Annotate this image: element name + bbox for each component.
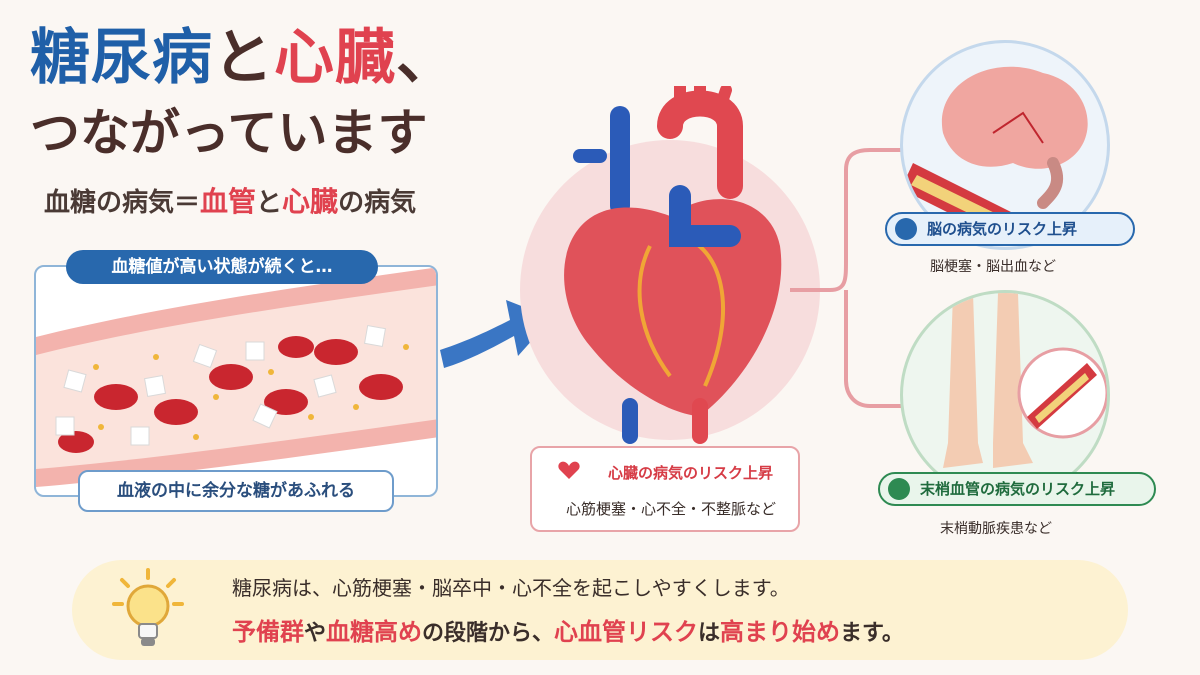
title-diabetes: 糖尿病 xyxy=(30,23,213,93)
legs-risk-pill: 末梢血管の病気のリスク上昇 xyxy=(878,472,1156,506)
banner-line1: 糖尿病は、心筋梗塞・脳卒中・心不全を起こしやすくします。 xyxy=(232,576,790,600)
banner-line2: 予備群や血糖高めの段階から、心血管リスクは高まり始めます。 xyxy=(232,612,904,647)
subtitle-d: 心臓 xyxy=(282,185,339,218)
legs-risk-title: 末梢血管の病気のリスク上昇 xyxy=(920,480,1116,498)
banner-masu: ます。 xyxy=(840,621,904,646)
branch-bracket xyxy=(790,148,910,408)
main-title-line2: つながっています xyxy=(30,104,428,162)
brain-risk-sub: 脳梗塞・脳出血など xyxy=(930,259,1056,275)
main-title: 糖尿病と心臓、 xyxy=(30,28,457,88)
title-comma: 、 xyxy=(396,23,457,93)
title-heart: 心臓 xyxy=(274,23,396,93)
banner-wa: は xyxy=(698,621,721,646)
heart-risk-title: 心臓の病気のリスク上昇 xyxy=(608,464,774,482)
banner-high-glucose: 血糖高め xyxy=(326,618,423,646)
heart-icon xyxy=(558,461,580,479)
brain-risk-pill: 脳の病気のリスク上昇 xyxy=(885,212,1135,246)
heart-risk-sub: 心筋梗塞・心不全・不整脈など xyxy=(566,500,777,518)
vessel-condition-pill: 血糖値が高い状態が続くと… xyxy=(66,250,378,284)
banner-rising: 高まり始め xyxy=(720,618,841,646)
legs-illustration xyxy=(943,293,1107,468)
light-bulb-icon xyxy=(112,568,184,646)
banner-cv-risk: 心血管リスク xyxy=(554,618,699,646)
summary-banner xyxy=(72,560,1128,660)
subtitle-a: 血糖の病気＝ xyxy=(44,188,201,218)
subtitle-c: と xyxy=(256,188,283,218)
heart-illustration xyxy=(564,86,782,444)
legs-circle xyxy=(900,290,1110,500)
blood-vessel-illustration xyxy=(36,267,436,487)
blood-vessel-panel xyxy=(34,265,438,497)
banner-stage: の段階から、 xyxy=(422,621,555,646)
subtitle-e: の病気 xyxy=(338,188,417,218)
heart-risk-card: 心臓の病気のリスク上昇 心筋梗塞・心不全・不整脈など xyxy=(530,446,800,532)
banner-prediabetes: 予備群 xyxy=(232,618,304,646)
subtitle-b: 血管 xyxy=(200,185,257,218)
title-to: と xyxy=(213,23,274,93)
walking-person-icon xyxy=(888,478,910,500)
vessel-callout: 血液の中に余分な糖があふれる xyxy=(78,470,394,512)
brain-risk-title: 脳の病気のリスク上昇 xyxy=(927,220,1078,238)
legs-risk-sub: 末梢動脈疾患など xyxy=(940,521,1052,537)
brain-icon xyxy=(895,218,917,240)
subtitle: 血糖の病気＝血管と心臓の病気 xyxy=(44,180,416,220)
banner-ya: や xyxy=(304,621,327,646)
